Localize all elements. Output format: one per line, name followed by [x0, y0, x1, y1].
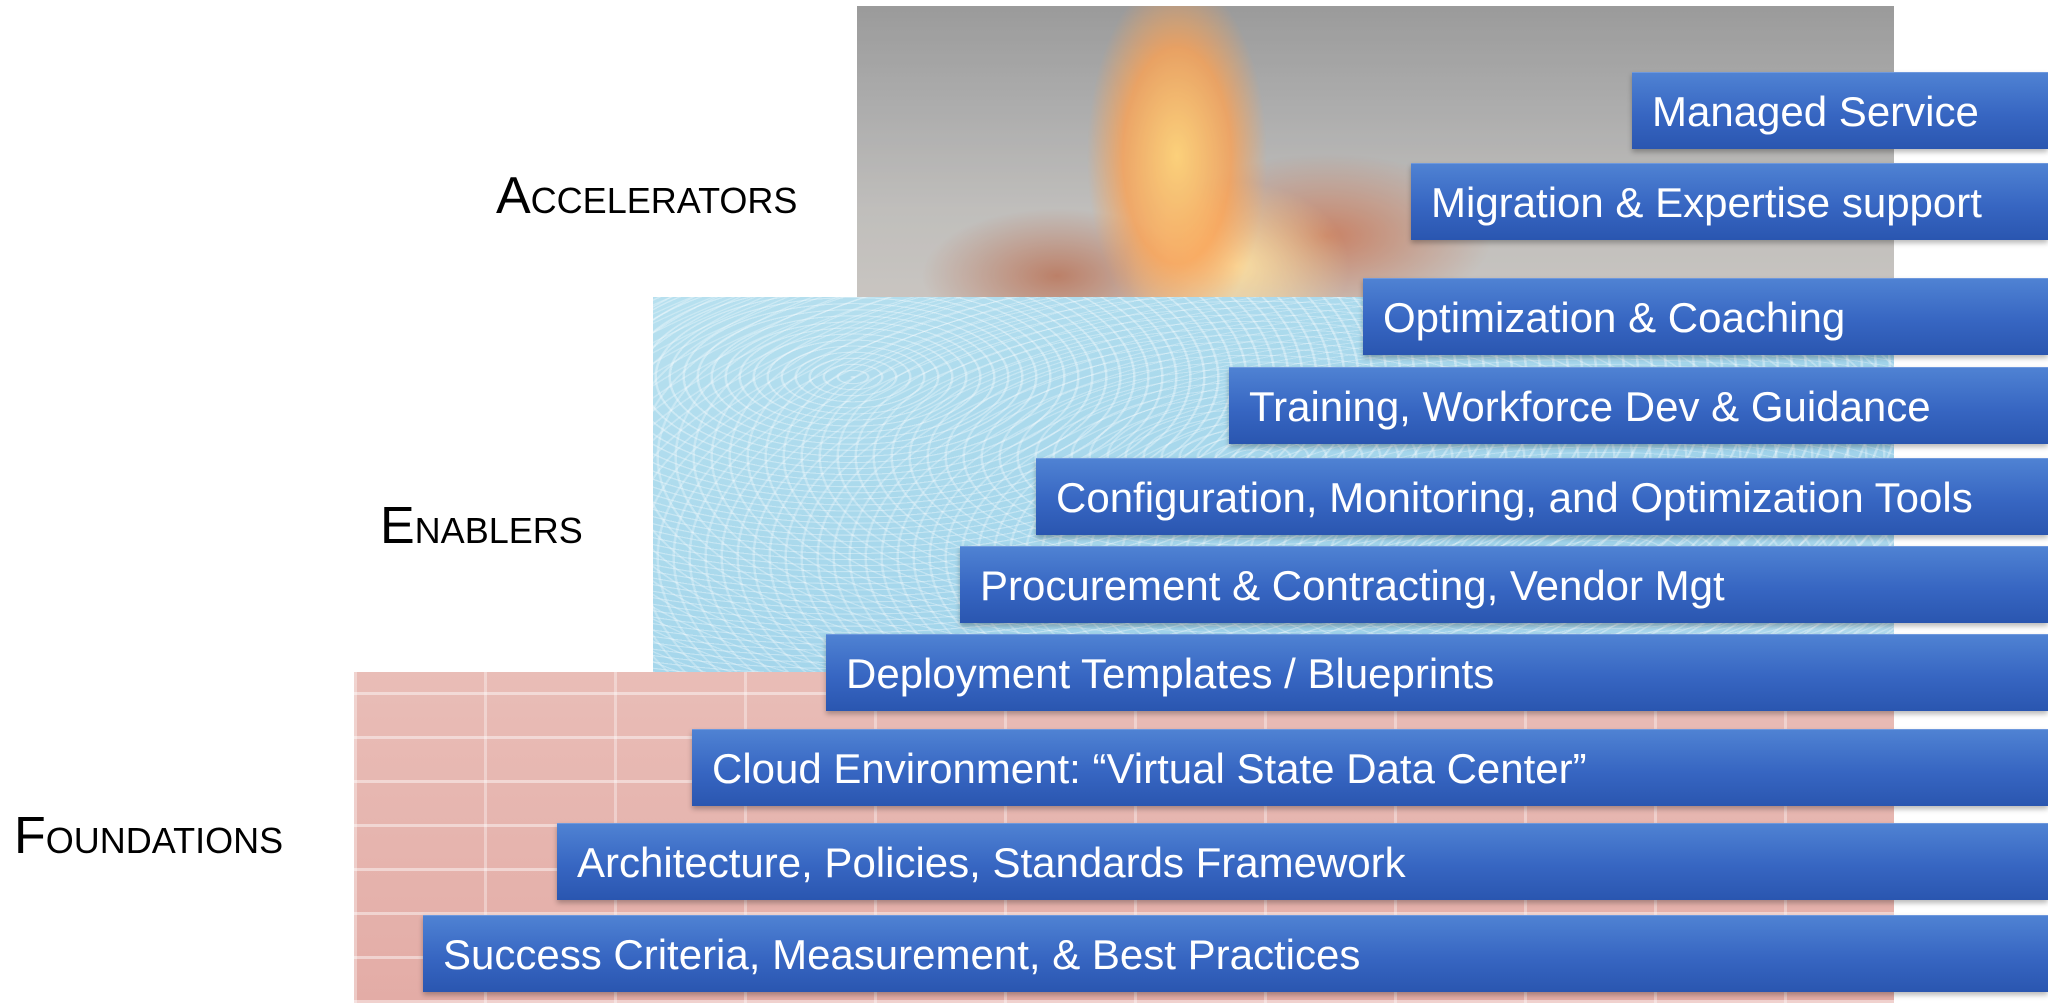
tier-label-accelerators: Accelerators — [496, 167, 798, 225]
bar-configuration-monitoring-tools: Configuration, Monitoring, and Optimizat… — [1036, 458, 2048, 535]
bar-success-criteria: Success Criteria, Measurement, & Best Pr… — [423, 915, 2048, 992]
fire-background-image — [857, 6, 1894, 297]
tier-label-foundations: Foundations — [14, 807, 284, 865]
bar-cloud-environment: Cloud Environment: “Virtual State Data C… — [692, 729, 2048, 806]
tier-label-enablers: Enablers — [380, 497, 583, 555]
bar-deployment-templates: Deployment Templates / Blueprints — [826, 634, 2048, 711]
bar-optimization-coaching: Optimization & Coaching — [1363, 278, 2048, 355]
bar-migration-expertise-support: Migration & Expertise support — [1411, 163, 2048, 240]
bar-training-workforce: Training, Workforce Dev & Guidance — [1229, 367, 2048, 444]
bar-architecture-policies: Architecture, Policies, Standards Framew… — [557, 823, 2048, 900]
bar-procurement-contracting: Procurement & Contracting, Vendor Mgt — [960, 546, 2048, 623]
bar-managed-service: Managed Service — [1632, 72, 2048, 149]
